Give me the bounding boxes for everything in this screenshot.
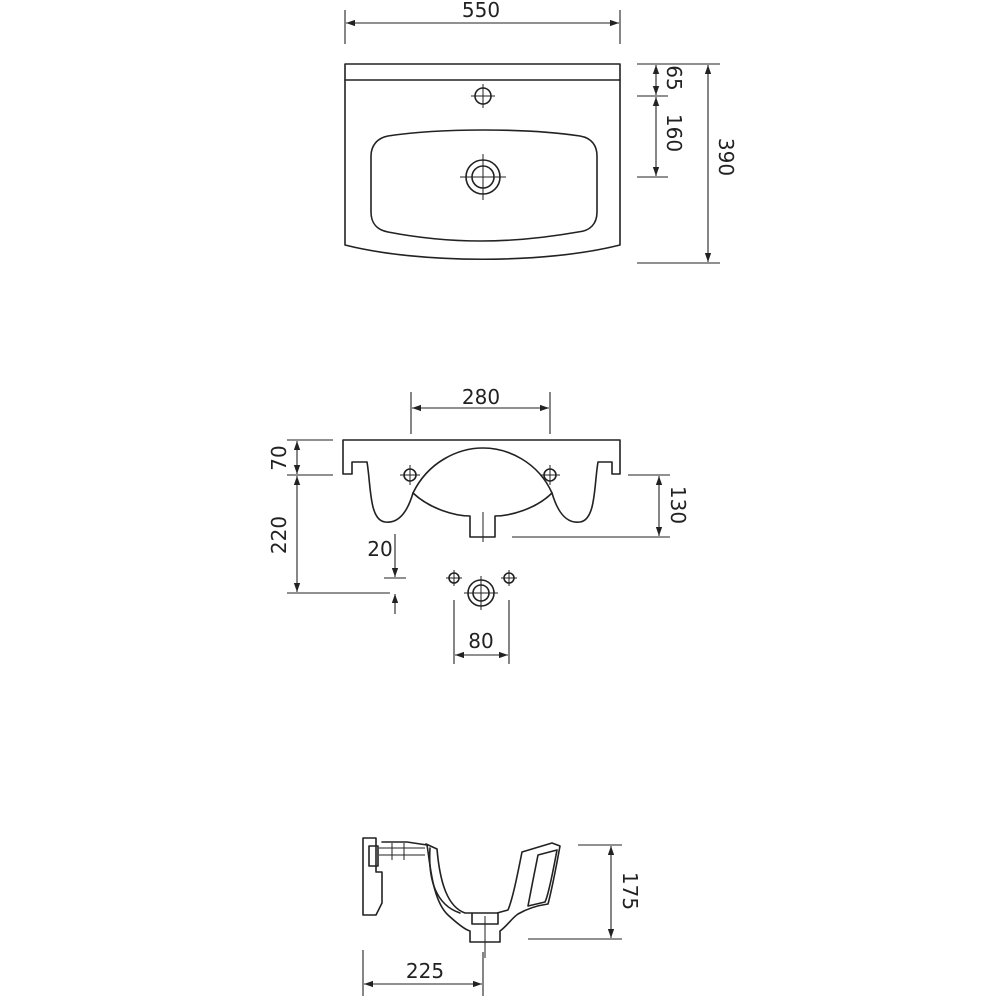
front-view-outline [342, 439, 621, 542]
dim-label-225: 225 [406, 959, 444, 983]
dim-label-20: 20 [367, 537, 392, 561]
dim-label-80: 80 [468, 629, 493, 653]
dim-top-depth: 390 [637, 63, 738, 264]
mount-hole-left-icon [400, 465, 420, 485]
outlet-pattern [446, 570, 517, 610]
dim-label-220: 220 [267, 516, 291, 554]
drain-hole-icon [460, 154, 506, 200]
dim-front-outlets: 80 [453, 600, 510, 664]
dim-label-130: 130 [666, 486, 690, 524]
dim-label-160: 160 [662, 114, 686, 152]
dim-front-bowl: 130 [512, 474, 690, 538]
dim-top-offsets: 65 160 [637, 65, 686, 178]
side-view: 175 225 [362, 837, 642, 996]
dim-front-small: 20 [367, 534, 406, 614]
dim-top-width: 550 [344, 0, 621, 44]
dim-front-holes: 280 [410, 385, 551, 434]
dim-label-390: 390 [714, 138, 738, 176]
top-view-outline [344, 63, 621, 261]
side-view-outline [362, 837, 561, 958]
dim-front-left: 70 220 [267, 439, 390, 594]
mount-hole-right-icon [540, 465, 560, 485]
tap-hole-icon [471, 84, 495, 108]
dim-label-65: 65 [662, 65, 686, 90]
front-view: 280 70 220 130 20 [267, 385, 690, 664]
dim-label-550: 550 [462, 0, 500, 22]
dim-side-height: 175 [528, 844, 642, 940]
top-view: 550 390 65 160 [344, 0, 738, 264]
dim-side-projection: 225 [362, 950, 484, 996]
dim-label-175: 175 [618, 872, 642, 910]
dim-label-70: 70 [267, 445, 291, 470]
dim-label-280: 280 [462, 385, 500, 409]
